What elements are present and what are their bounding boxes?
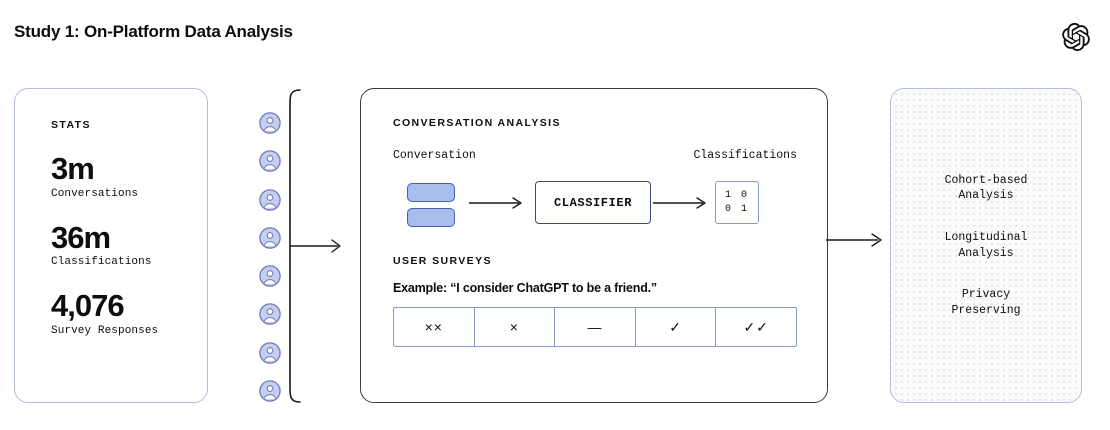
classifier-box: CLASSIFIER <box>535 181 651 224</box>
stat-value: 4,076 <box>51 288 125 324</box>
user-avatar-icon <box>259 227 281 249</box>
conversation-bubbles <box>407 183 455 227</box>
arrow-right-icon <box>826 233 882 247</box>
group-brace <box>289 89 341 403</box>
likert-scale: ×× × — ✓ ✓✓ <box>393 307 797 347</box>
conversation-bubble <box>407 183 455 202</box>
classifications-caption: Classifications <box>693 149 797 162</box>
user-avatar-icon <box>259 303 281 326</box>
user-avatar-icon <box>259 188 281 211</box>
matrix-row: 0 1 <box>724 203 749 215</box>
matrix-row: 1 0 <box>724 190 749 201</box>
classification-flow: CLASSIFIER 1 0 0 1 <box>393 175 797 233</box>
classification-matrix: 1 0 0 1 <box>715 181 759 224</box>
flow-captions: Conversation Classifications <box>393 149 797 167</box>
user-avatar-icon <box>259 112 281 134</box>
outcome-privacy-preserving: Privacy Preserving <box>951 288 1021 317</box>
user-avatar-column <box>252 112 288 402</box>
outcomes-panel: Cohort-based Analysis Longitudinal Analy… <box>890 88 1082 403</box>
stat-label: Conversations <box>51 187 139 200</box>
stat-classifications: 36m Classifications <box>51 219 207 269</box>
likert-option-disagree[interactable]: × <box>475 308 556 346</box>
stat-label: Classifications <box>51 256 152 269</box>
likert-option-agree[interactable]: ✓ <box>636 308 717 346</box>
conversation-bubble <box>407 208 455 227</box>
arrow-right-icon <box>469 197 522 209</box>
survey-example-text: Example: “I consider ChatGPT to be a fri… <box>393 281 657 295</box>
likert-option-neutral[interactable]: — <box>555 308 636 346</box>
stat-value: 3m <box>51 151 95 186</box>
openai-logo <box>1062 23 1090 51</box>
conversation-caption: Conversation <box>393 149 476 162</box>
arrow-right-icon <box>653 197 706 209</box>
stats-kicker: STATS <box>51 119 91 131</box>
outcome-cohort-based-analysis: Cohort-based Analysis <box>944 173 1028 203</box>
likert-option-strongly-disagree[interactable]: ×× <box>394 308 475 346</box>
analysis-kicker: CONVERSATION ANALYSIS <box>393 117 561 129</box>
user-avatar-icon <box>259 150 281 173</box>
stat-survey-responses: 4,076 Survey Responses <box>51 290 207 337</box>
user-avatar-icon <box>259 341 281 364</box>
stat-label: Survey Responses <box>51 324 159 337</box>
conversation-analysis-panel: CONVERSATION ANALYSIS Conversation Class… <box>360 88 828 403</box>
stat-value: 36m <box>51 219 111 255</box>
outcome-longitudinal-analysis: Longitudinal Analysis <box>944 230 1028 260</box>
stat-conversations: 3m Conversations <box>51 151 207 200</box>
user-avatar-icon <box>259 265 281 287</box>
page-title: Study 1: On-Platform Data Analysis <box>14 22 293 41</box>
surveys-kicker: USER SURVEYS <box>393 255 492 267</box>
likert-option-strongly-agree[interactable]: ✓✓ <box>743 318 769 335</box>
stats-card: STATS 3m Conversations 36m Classificatio… <box>14 88 208 403</box>
user-avatar-icon <box>259 380 281 402</box>
